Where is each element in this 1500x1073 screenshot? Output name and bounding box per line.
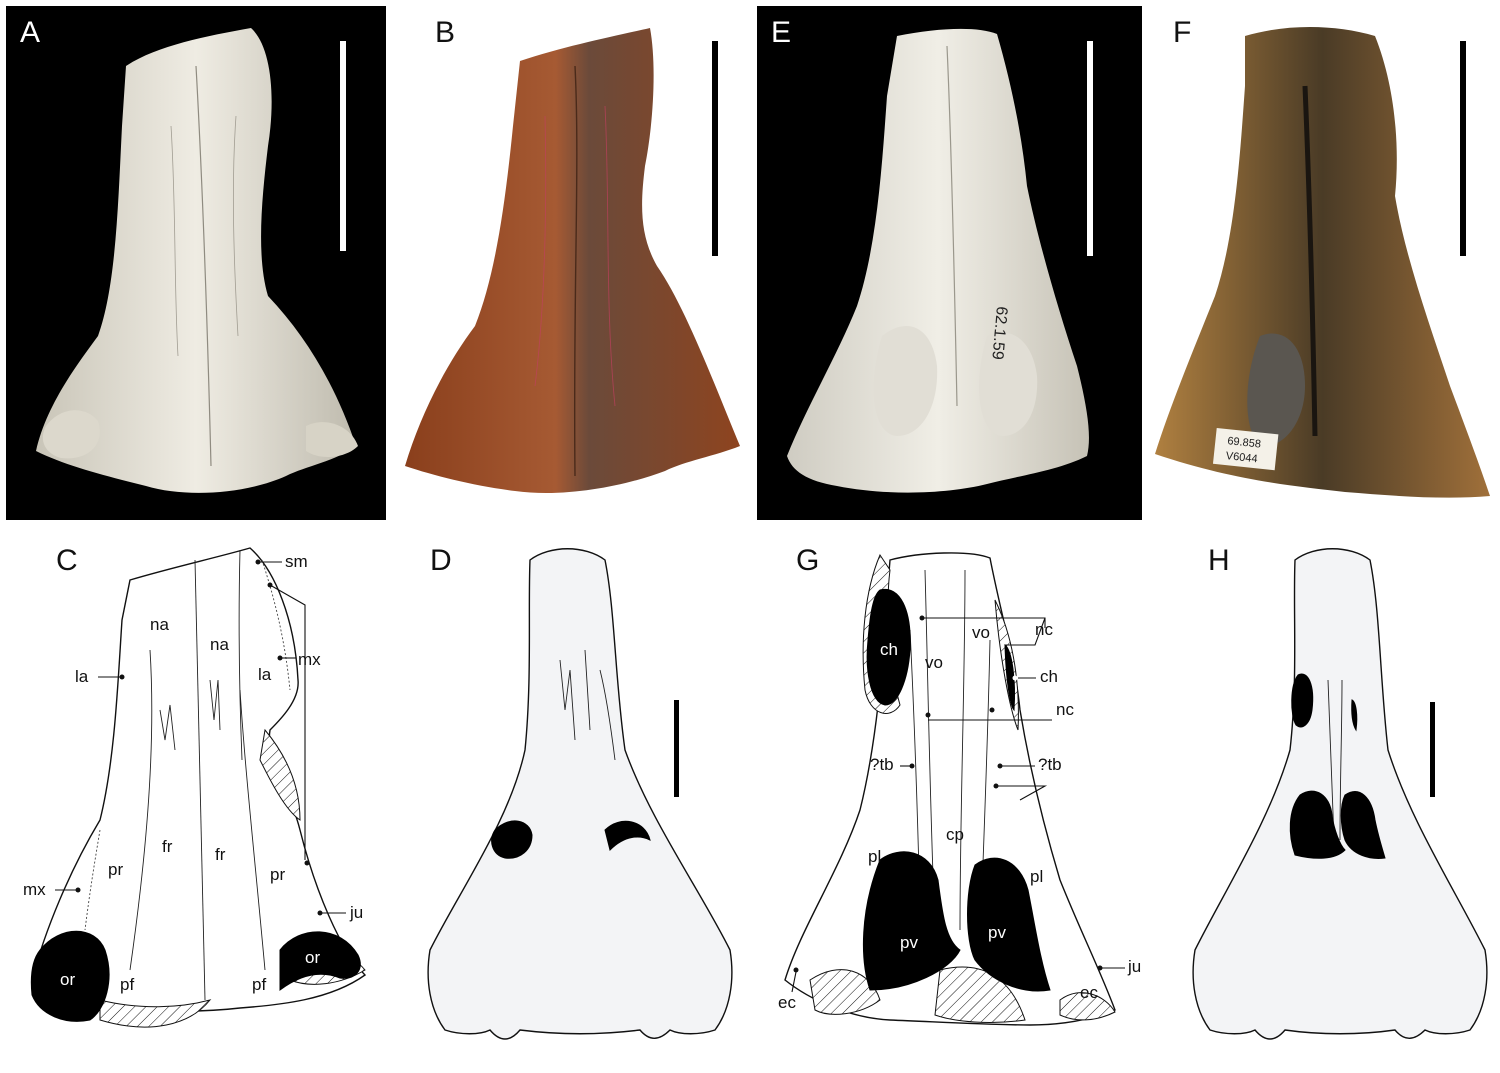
label-ch-left: ch: [880, 640, 898, 659]
label-or-left: or: [60, 970, 75, 989]
scale-bar: [1460, 41, 1466, 256]
panel-letter-a: A: [20, 16, 41, 49]
label-pv-right: pv: [988, 923, 1006, 942]
label-pf-right: pf: [252, 975, 266, 994]
skull-photo-dorsal-cast: [36, 28, 358, 493]
skull-drawing-ventral: ch vo vo nc ch nc ?tb ?tb cp pl pl pv pv…: [778, 552, 1141, 1026]
label-ju: ju: [349, 903, 363, 922]
label-mx-left: mx: [23, 880, 46, 899]
label-na-right: na: [210, 635, 229, 654]
skull-photo-dorsal-original: [405, 28, 740, 494]
label-ju: ju: [1127, 957, 1141, 976]
scale-bar: [674, 700, 679, 797]
label-pl-right: pl: [1030, 867, 1043, 886]
label-na-left: na: [150, 615, 169, 634]
panel-g-drawing: G ch vo vo nc ch nc ?tb ?tb cp pl pl pv …: [760, 530, 1160, 1073]
skull-reconstruction-dorsal: [427, 548, 733, 1040]
label-pr-left: pr: [108, 860, 123, 879]
panel-letter-e: E: [771, 16, 792, 49]
label-nc-top: nc: [1035, 620, 1053, 639]
palatal-vacuity-right: [967, 857, 1051, 992]
panel-f-photo: F 69.858 V6044: [1145, 6, 1500, 520]
choana-right: [1351, 699, 1358, 732]
scale-bar: [1087, 41, 1093, 256]
choana-left: [866, 588, 911, 706]
panel-e-photo: E 62.1.59: [757, 6, 1142, 520]
skull-drawing-dorsal: na na la la fr fr pr pr pf pf or or sm m…: [23, 547, 367, 1028]
orbit-right: [279, 931, 361, 991]
panel-h-reconstruction: H: [1160, 530, 1500, 1073]
specimen-label-line1: 69.858: [1227, 435, 1262, 450]
label-vo-right: vo: [972, 623, 990, 642]
panel-d-reconstruction: D: [400, 530, 760, 1073]
orbit-right: [604, 820, 651, 851]
palatal-vacuity-left: [862, 851, 961, 991]
broken-area-right: [259, 728, 301, 821]
specimen-number: 62.1.59: [988, 306, 1010, 361]
label-la-left: la: [75, 667, 89, 686]
scale-bar: [340, 41, 346, 251]
panel-b-photo: B: [395, 6, 755, 520]
broken-area-rear: [99, 999, 212, 1028]
panel-c-drawing: C na na la la fr fr pr pr pf pf or or: [0, 530, 400, 1073]
skull-reconstruction-ventral: [1192, 548, 1488, 1040]
broken-area-rear-mid: [934, 966, 1026, 1023]
label-ec-left: ec: [778, 993, 796, 1012]
label-pl-left: pl: [868, 847, 881, 866]
label-pv-left: pv: [900, 933, 918, 952]
label-or-right: or: [305, 948, 320, 967]
label-la-right: la: [258, 665, 272, 684]
orbit-left: [491, 820, 533, 859]
panel-letter-b: B: [435, 16, 456, 49]
skull-photo-ventral-cast: 62.1.59: [787, 28, 1089, 493]
choana-left: [1291, 673, 1314, 728]
orbit-left: [30, 930, 110, 1022]
palatal-vacuity-left: [1289, 790, 1346, 859]
choana-right: [1004, 644, 1015, 712]
label-tb-left: ?tb: [870, 755, 894, 774]
label-fr-left: fr: [162, 837, 173, 856]
skull-photo-ventral-original: 69.858 V6044: [1155, 27, 1490, 498]
label-nc-mid: nc: [1056, 700, 1074, 719]
panel-letter-c: C: [56, 544, 78, 577]
label-vo-left: vo: [925, 653, 943, 672]
skull-reconstruction-outline: [427, 548, 733, 1040]
specimen-label-line2: V6044: [1225, 450, 1258, 465]
panel-a-photo: A: [6, 6, 386, 520]
panel-letter-f: F: [1173, 16, 1192, 49]
label-sm: sm: [285, 552, 308, 571]
label-ch-right: ch: [1040, 667, 1058, 686]
palatal-vacuity-right: [1340, 791, 1386, 859]
label-mx-top: mx: [298, 650, 321, 669]
label-ec-right: ec: [1080, 983, 1098, 1002]
label-pr-right: pr: [270, 865, 285, 884]
panel-letter-h: H: [1208, 544, 1230, 577]
label-cp: cp: [946, 825, 964, 844]
label-fr-right: fr: [215, 845, 226, 864]
skull-outline: [31, 547, 367, 1012]
label-pf-left: pf: [120, 975, 134, 994]
broken-area-rear-left: [809, 969, 881, 1015]
label-tb-right: ?tb: [1038, 755, 1062, 774]
panel-letter-d: D: [430, 544, 452, 577]
panel-letter-g: G: [796, 544, 820, 577]
scale-bar: [712, 41, 718, 256]
scale-bar: [1430, 702, 1435, 797]
broken-area-rear-right: [1059, 992, 1116, 1021]
